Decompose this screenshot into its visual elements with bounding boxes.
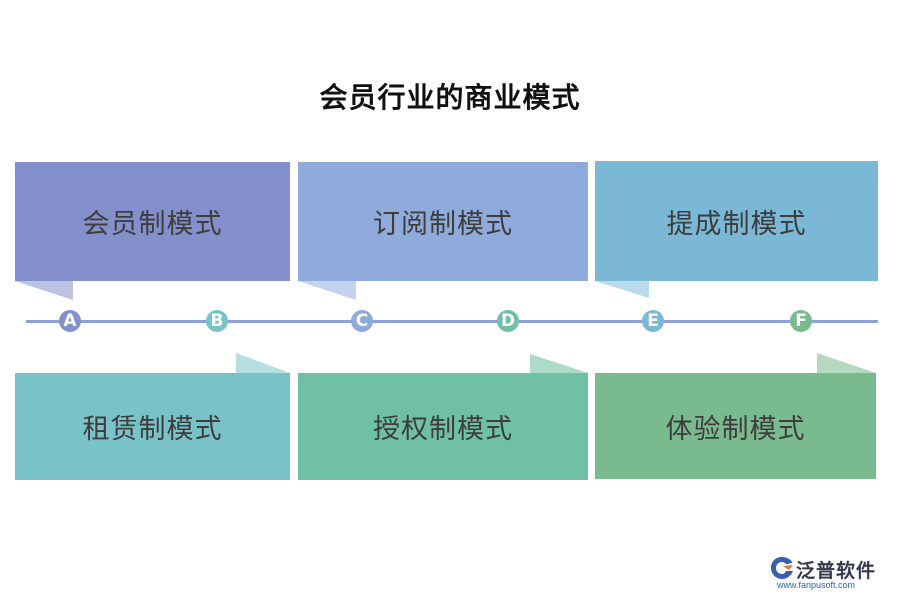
card-licensing-tail: [530, 354, 588, 373]
marker-e: E: [642, 310, 664, 332]
fanpu-logo-icon: [771, 557, 793, 579]
marker-f: F: [790, 310, 812, 332]
marker-c: C: [351, 310, 373, 332]
marker-d: D: [497, 310, 519, 332]
card-licensing: 授权制模式: [298, 373, 588, 480]
marker-e-letter: E: [647, 310, 659, 331]
card-commission: 提成制模式: [595, 161, 878, 281]
brand-url: www.fanpusoft.com: [777, 580, 856, 590]
card-commission-tail: [595, 281, 649, 298]
marker-a: A: [59, 310, 81, 332]
brand-name: 泛普软件: [796, 560, 877, 582]
diagram-title: 会员行业的商业模式: [319, 81, 581, 114]
card-membership-tail: [15, 281, 73, 300]
card-leasing-tail: [236, 353, 290, 373]
card-subscription-tail: [298, 281, 356, 300]
marker-b: B: [206, 310, 228, 332]
marker-b-letter: B: [210, 310, 224, 331]
card-experience-tail: [817, 353, 876, 373]
card-leasing: 租赁制模式: [15, 373, 290, 480]
marker-f-letter: F: [795, 310, 807, 331]
card-experience-label: 体验制模式: [665, 413, 806, 445]
timeline-line: [26, 320, 878, 323]
card-membership-label: 会员制模式: [82, 209, 223, 240]
card-subscription-label: 订阅制模式: [373, 209, 513, 240]
marker-c-letter: C: [355, 310, 369, 331]
card-experience: 体验制模式: [595, 373, 876, 479]
card-subscription: 订阅制模式: [298, 162, 588, 281]
marker-a-letter: A: [63, 310, 77, 331]
card-licensing-label: 授权制模式: [373, 414, 513, 445]
marker-d-letter: D: [500, 310, 516, 331]
card-commission-label: 提成制模式: [666, 208, 807, 240]
card-leasing-label: 租赁制模式: [82, 414, 223, 445]
card-membership: 会员制模式: [15, 162, 290, 281]
brand-logo: 泛普软件 www.fanpusoft.com: [769, 553, 891, 593]
